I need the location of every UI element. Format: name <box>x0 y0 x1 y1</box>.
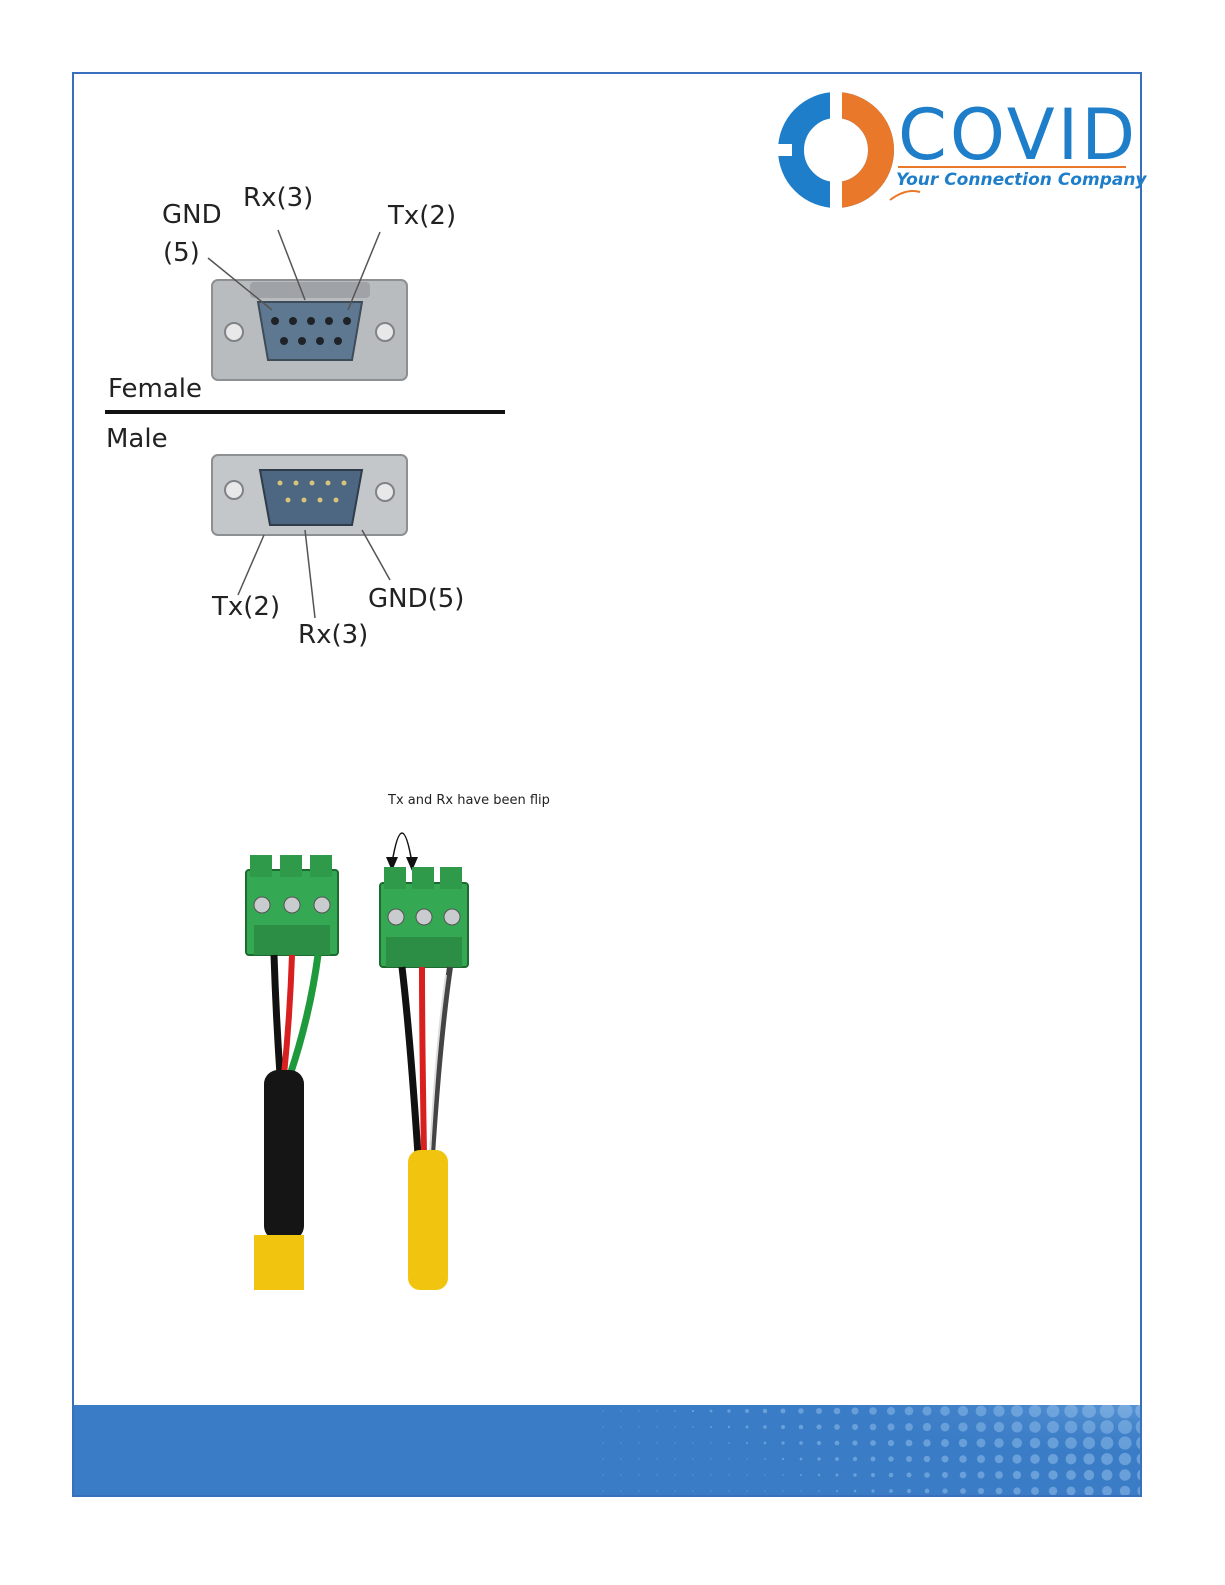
male-gnd-label: GND(5) <box>368 586 464 612</box>
right-terminal-block <box>380 867 468 967</box>
female-label: Female <box>108 376 202 402</box>
female-connector-image <box>208 230 407 380</box>
brand-rule <box>898 166 1126 168</box>
male-label: Male <box>106 426 168 452</box>
footer-band <box>74 1405 1140 1495</box>
terminal-block-cable-photo <box>240 775 590 1290</box>
flip-note: Tx and Rx have been flip <box>388 793 550 808</box>
male-rx-label: Rx(3) <box>298 622 368 648</box>
brand-tagline: Your Connection Company <box>896 170 1147 190</box>
female-tx-label: Tx(2) <box>388 203 456 229</box>
female-rx-label: Rx(3) <box>243 185 313 211</box>
male-tx-label: Tx(2) <box>212 594 280 620</box>
female-gnd-number: (5) <box>163 240 200 266</box>
female-gnd-label: GND <box>162 202 222 228</box>
brand-name: COVID <box>898 100 1138 170</box>
halftone-pattern-icon <box>74 1405 1140 1495</box>
left-terminal-block <box>246 855 338 955</box>
